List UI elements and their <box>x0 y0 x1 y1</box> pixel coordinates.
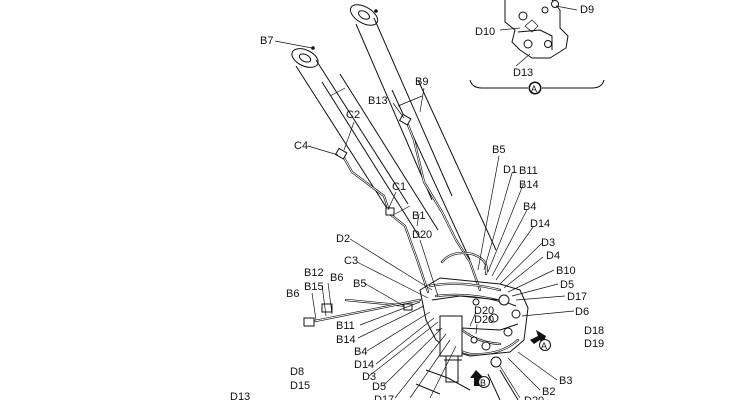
label-d6: D6 <box>575 306 589 318</box>
label-b5-left: B5 <box>353 278 366 290</box>
label-b11-left: B11 <box>336 320 355 332</box>
view-a-detail-marker <box>529 82 541 94</box>
label-d3-right: D3 <box>541 237 555 249</box>
label-d20-mid: D20 <box>474 305 494 317</box>
label-c1: C1 <box>392 181 406 193</box>
view-arrows <box>470 82 551 388</box>
label-b11-right: B11 <box>519 165 538 177</box>
label-d5-left: D5 <box>372 381 386 393</box>
leader-lines <box>274 40 575 399</box>
label-d13-bottom: D13 <box>230 391 250 400</box>
label-view-b: B <box>480 378 486 388</box>
label-d14-right: D14 <box>530 218 550 230</box>
label-d1: D1 <box>503 164 517 176</box>
label-b6-right: B6 <box>330 272 343 284</box>
view-a-marker <box>539 339 551 351</box>
label-d3-left: D3 <box>362 371 376 383</box>
label-d10: D10 <box>475 26 495 38</box>
label-b10: B10 <box>556 265 576 277</box>
clamps <box>303 113 413 327</box>
label-b1: B1 <box>412 210 425 222</box>
label-d20-upper: D20 <box>412 229 432 241</box>
label-b4-left: B4 <box>354 346 367 358</box>
label-d18: D18 <box>584 325 604 337</box>
label-b12: B12 <box>304 267 324 279</box>
label-d13-detail: D13 <box>513 67 533 79</box>
label-b3: B3 <box>559 375 572 387</box>
label-d14-left: D14 <box>354 359 374 371</box>
label-b9: B9 <box>415 76 428 88</box>
view-b-marker <box>478 376 490 388</box>
label-d20-lower: D20 <box>474 314 494 326</box>
label-b14-left: B14 <box>336 334 356 346</box>
label-b2: B2 <box>542 386 555 398</box>
label-b7: B7 <box>260 35 273 47</box>
label-d4: D4 <box>546 250 560 262</box>
label-d9: D9 <box>580 4 594 16</box>
label-b14-right: B14 <box>519 179 539 191</box>
label-b4-right: B4 <box>523 201 536 213</box>
label-c3: C3 <box>344 255 358 267</box>
label-d17-left: D17 <box>374 394 394 400</box>
label-d17-right: D17 <box>567 291 587 303</box>
label-b6-left: B6 <box>286 288 299 300</box>
label-d5-right: D5 <box>560 279 574 291</box>
cylinder-main <box>349 4 497 261</box>
labels: B7 B9 B13 C2 C4 C1 B1 D2 D20 C3 B6 B12 B… <box>230 4 604 400</box>
label-view-a-detail: A <box>531 84 537 94</box>
cylinder-b7 <box>291 46 439 239</box>
label-b5-right: B5 <box>492 144 505 156</box>
label-d8: D8 <box>290 366 304 378</box>
label-b15: B15 <box>304 281 324 293</box>
label-b13: B13 <box>368 95 388 107</box>
label-view-a: A <box>541 341 547 351</box>
label-d19: D19 <box>584 338 604 350</box>
label-c2: C2 <box>346 109 360 121</box>
label-d15: D15 <box>290 380 310 392</box>
label-d2: D2 <box>336 233 350 245</box>
label-c4: C4 <box>294 140 308 152</box>
label-d20-bottom: D20 <box>524 395 544 400</box>
